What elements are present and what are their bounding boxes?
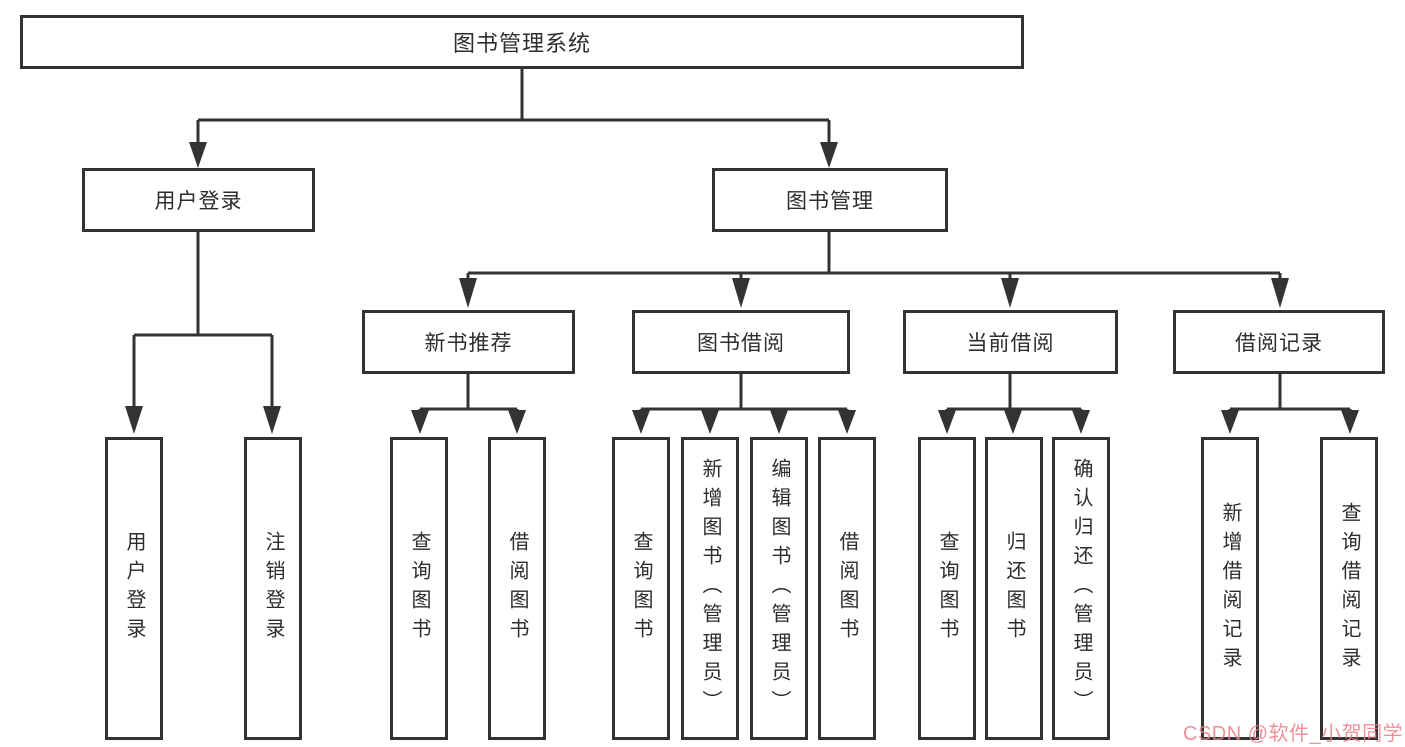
arrowhead-down-icon: [1341, 410, 1359, 434]
connector-line: [196, 69, 831, 146]
leaf-logout-login: 注销登录: [244, 437, 302, 740]
connector-line: [418, 374, 519, 414]
leaf-user-login: 用户登录: [105, 437, 163, 740]
leaf-recommend-query-book: 查询图书: [390, 437, 448, 740]
leaf-current-query-book: 查询图书: [918, 437, 976, 740]
node-label: 借阅图书: [836, 530, 858, 647]
leaf-recommend-borrow-book: 借阅图书: [488, 437, 546, 740]
node-current-borrowing: 当前借阅: [903, 310, 1118, 374]
connector-line: [639, 374, 849, 414]
node-book-management: 图书管理: [712, 168, 948, 232]
node-label: 用户登录: [154, 190, 243, 213]
node-label: 查询图书: [936, 530, 958, 647]
node-label: 新增借阅记录: [1219, 501, 1241, 676]
node-label: 用户登录: [123, 530, 145, 647]
node-label: 新书推荐: [424, 332, 513, 355]
arrowhead-down-icon: [838, 410, 856, 434]
arrowhead-down-icon: [189, 142, 207, 168]
leaf-borrow-query-book: 查询图书: [612, 437, 670, 740]
arrowhead-down-icon: [1004, 410, 1022, 434]
node-label: 查询借阅记录: [1338, 501, 1360, 676]
leaf-records-query-record: 查询借阅记录: [1320, 437, 1378, 740]
connector-book-borrow-children: [632, 374, 856, 434]
connector-line: [466, 232, 1282, 281]
connector-current-borrow-children: [938, 374, 1090, 434]
node-label: 归还图书: [1003, 530, 1025, 647]
arrowhead-down-icon: [1001, 278, 1019, 308]
node-label: 图书管理: [786, 190, 874, 213]
arrowhead-down-icon: [770, 410, 788, 434]
leaf-current-confirm-return-admin: 确认归还（管理员）: [1052, 437, 1110, 740]
node-label: 注销登录: [262, 530, 284, 647]
leaf-records-add-record: 新增借阅记录: [1201, 437, 1259, 740]
leaf-current-return-book: 归还图书: [985, 437, 1043, 740]
connector-line: [132, 232, 274, 410]
arrowhead-down-icon: [938, 410, 956, 434]
arrowhead-down-icon: [508, 410, 526, 434]
connector-book-management-children: [459, 232, 1289, 308]
arrowhead-down-icon: [459, 278, 477, 308]
csdn-watermark: CSDN @软件_小贺同学: [1183, 723, 1404, 745]
arrowhead-down-icon: [1221, 410, 1239, 434]
arrowhead-down-icon: [1072, 410, 1090, 434]
node-label: 当前借阅: [966, 332, 1055, 355]
connector-root-to-level2: [189, 69, 838, 168]
arrowhead-down-icon: [632, 410, 650, 434]
connector-line: [945, 374, 1083, 414]
node-label: 借阅记录: [1235, 332, 1323, 355]
node-user-login: 用户登录: [82, 168, 315, 232]
node-label: 新增图书（管理员）: [699, 458, 721, 719]
connector-user-login-children: [125, 232, 281, 434]
node-new-book-recommendation: 新书推荐: [362, 310, 575, 374]
node-label: 确认归还（管理员）: [1070, 458, 1092, 719]
arrowhead-down-icon: [125, 406, 143, 434]
node-label: 图书管理系统: [452, 31, 591, 56]
node-label: 借阅图书: [506, 530, 528, 647]
leaf-borrow-borrow-book: 借阅图书: [818, 437, 876, 740]
node-label: 图书借阅: [697, 332, 785, 355]
node-label: 查询图书: [408, 530, 430, 647]
connector-records-children: [1221, 374, 1359, 434]
node-library-system: 图书管理系统: [20, 15, 1024, 69]
node-label: 编辑图书（管理员）: [768, 458, 790, 719]
node-book-borrowing: 图书借阅: [632, 310, 850, 374]
arrowhead-down-icon: [820, 142, 838, 168]
arrowhead-down-icon: [263, 406, 281, 434]
connector-line: [1228, 374, 1352, 414]
node-label: 查询图书: [630, 530, 652, 647]
arrowhead-down-icon: [732, 278, 750, 308]
node-borrowing-records: 借阅记录: [1173, 310, 1385, 374]
connector-new-book-children: [411, 374, 526, 434]
arrowhead-down-icon: [411, 410, 429, 434]
arrowhead-down-icon: [701, 410, 719, 434]
leaf-borrow-add-book-admin: 新增图书（管理员）: [681, 437, 739, 740]
leaf-borrow-edit-book-admin: 编辑图书（管理员）: [750, 437, 808, 740]
arrowhead-down-icon: [1271, 278, 1289, 308]
